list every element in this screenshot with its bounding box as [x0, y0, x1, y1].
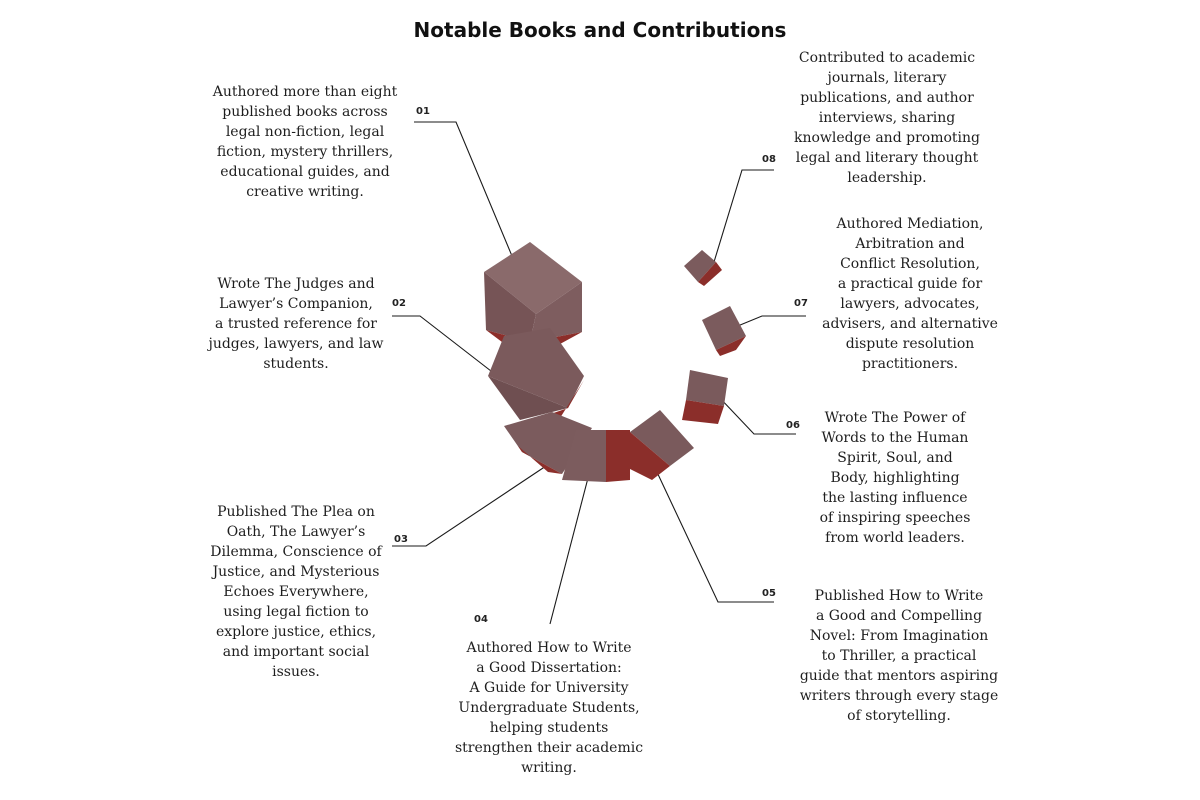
cube-05-side: [628, 432, 670, 480]
cube-01-side: [530, 282, 582, 342]
item-description-05: Published How to Write a Good and Compel…: [799, 588, 999, 724]
cube-07-top: [702, 306, 746, 350]
item-number-04: 04: [474, 614, 488, 625]
leader-line-06: [717, 395, 796, 435]
cube-08-side: [698, 262, 722, 286]
item-description-03: Published The Plea on Oath, The Lawyer’s…: [210, 504, 382, 680]
cube-07: [702, 306, 746, 356]
cube-02: [488, 328, 584, 430]
cube-05: [628, 410, 694, 480]
item-description-06: Wrote The Power of Words to the Human Sp…: [819, 410, 971, 546]
cube-05-top: [630, 410, 694, 466]
item-description-08: Contributed to academic journals, litera…: [794, 50, 980, 186]
leader-line-05: [655, 469, 774, 603]
cube-02-face-a: [488, 328, 584, 408]
item-description-07: Authored Mediation, Arbitration and Conf…: [822, 216, 998, 372]
cube-04: [562, 430, 630, 482]
leader-line-04: [549, 477, 589, 625]
item-number-01: 01: [416, 106, 430, 117]
cube-08-top: [684, 250, 716, 282]
item-number-03: 03: [394, 534, 408, 545]
cube-01: [484, 242, 582, 348]
item-number-08: 08: [762, 154, 776, 165]
cube-08: [684, 250, 722, 286]
item-number-05: 05: [762, 588, 776, 599]
cube-06: [682, 370, 728, 424]
item-description-02: Wrote The Judges and Lawyer’s Companion,…: [208, 276, 384, 372]
leader-line-02: [392, 315, 501, 379]
cube-06-top: [686, 370, 728, 406]
leader-line-03: [392, 465, 547, 547]
leader-line-01: [414, 121, 513, 257]
page-title: Notable Books and Contributions: [413, 18, 787, 42]
item-number-07: 07: [794, 298, 808, 309]
item-description-04: Authored How to Write a Good Dissertatio…: [454, 640, 644, 776]
item-number-02: 02: [392, 298, 406, 309]
item-number-06: 06: [786, 420, 800, 431]
cube-06-side: [682, 400, 724, 424]
cube-01-top: [484, 242, 582, 314]
cube-04-side: [606, 430, 630, 482]
cube-07-side: [716, 336, 746, 356]
cube-02-face-b: [488, 376, 568, 420]
cube-04-front: [562, 430, 606, 482]
item-description-01: Authored more than eight published books…: [212, 84, 398, 200]
cube-01-front: [484, 272, 536, 342]
leader-line-08: [713, 169, 774, 263]
